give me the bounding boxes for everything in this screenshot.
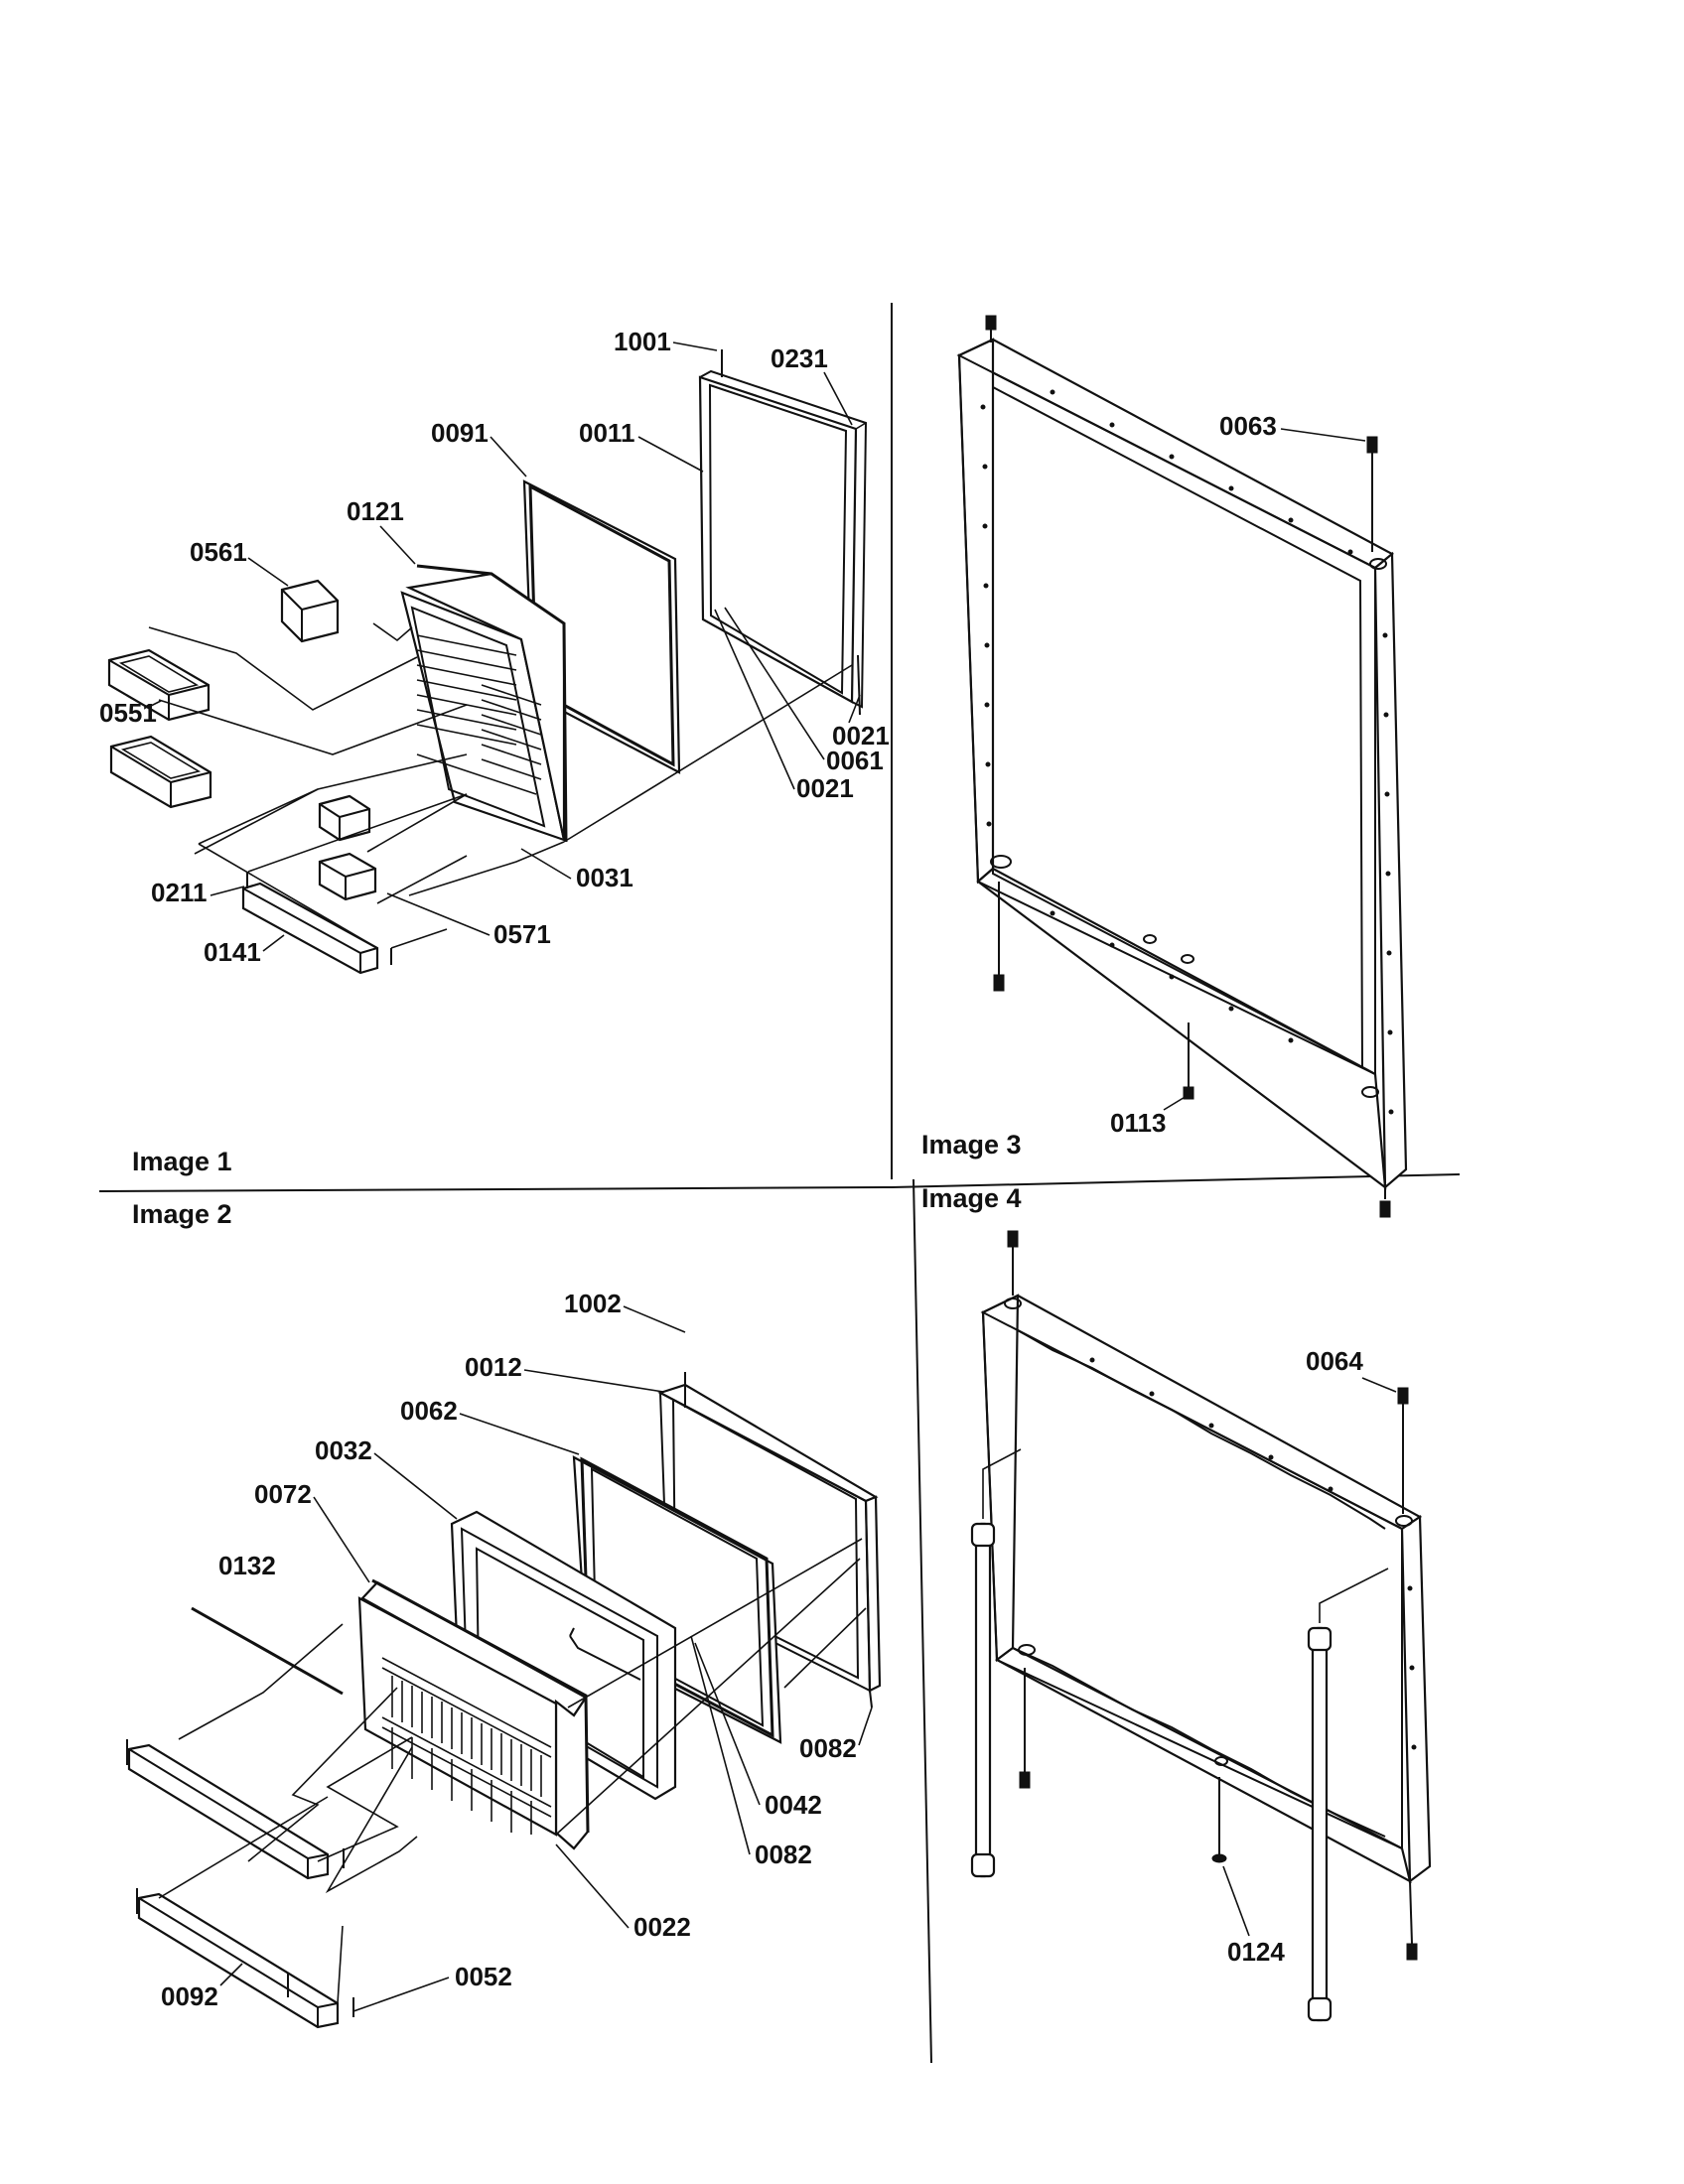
image3-callouts: 0063 0113: [1110, 411, 1366, 1138]
screw-bottom-right-image4: [1406, 1880, 1418, 1961]
image1-assembly-lines: [148, 622, 853, 949]
door-shelf-0551-lower: [109, 735, 212, 809]
image2-callouts: 1002 0012 0062 0032 0072 0132 0082 0042 …: [161, 1289, 873, 2012]
door-shelf-0551-upper: [107, 648, 210, 722]
label-0132: 0132: [218, 1551, 276, 1580]
label-0062: 0062: [400, 1396, 458, 1426]
label-0063: 0063: [1219, 411, 1277, 441]
label-0092: 0092: [161, 1981, 218, 2011]
liner-0032: [450, 1510, 677, 1801]
image4-panel: Image 4: [921, 1183, 1432, 2022]
rod-0132: [191, 1606, 344, 1696]
shelf-0092: [136, 1888, 354, 2029]
small-bin-upper: [318, 794, 371, 842]
inner-door-0121: [400, 564, 568, 843]
label-0561: 0561: [190, 537, 247, 567]
label-0012: 0012: [465, 1352, 522, 1382]
door-liner-0011: [698, 349, 868, 716]
screw-0064: [1397, 1387, 1409, 1514]
image1-callouts: 1001 0231 0091 0011 0121 0561 0551 0021 …: [99, 327, 890, 967]
washer-0124: [1211, 1777, 1227, 1863]
door-bin-0561: [280, 579, 340, 643]
label-0082-lower: 0082: [755, 1840, 812, 1869]
label-0551: 0551: [99, 698, 157, 728]
small-bin-0571: [318, 852, 377, 901]
label-0072: 0072: [254, 1479, 312, 1509]
image3-title: Image 3: [921, 1130, 1022, 1160]
label-0042: 0042: [765, 1790, 822, 1820]
screw-top-left: [985, 315, 997, 342]
screws-tubes-image4: [970, 1230, 1418, 2022]
label-0113: 0113: [1110, 1108, 1166, 1138]
label-0231: 0231: [771, 343, 828, 373]
label-0011: 0011: [579, 418, 634, 448]
image4-title: Image 4: [921, 1183, 1022, 1213]
screw-bottom-right: [1379, 1187, 1391, 1218]
screw-bottom-left-image4: [1019, 1668, 1031, 1789]
screw-0113: [1183, 1023, 1194, 1100]
label-0022: 0022: [633, 1912, 691, 1942]
tube-right-image4: [1307, 1568, 1389, 2022]
frame-0012: [657, 1372, 882, 1708]
label-0211: 0211: [151, 878, 207, 907]
label-0124: 0124: [1227, 1937, 1285, 1967]
image2-panel: Image 2: [126, 1199, 882, 2029]
label-0082-right: 0082: [799, 1733, 857, 1763]
label-0121: 0121: [347, 496, 404, 526]
label-0091: 0091: [431, 418, 489, 448]
label-0031: 0031: [576, 863, 633, 892]
label-1002: 1002: [564, 1289, 622, 1318]
tube-left-image4: [970, 1448, 1022, 1878]
drawer-front-0072: [357, 1578, 590, 1850]
label-0061: 0061: [826, 746, 884, 775]
image3-panel: Image 3: [921, 315, 1408, 1218]
bar-0141: [241, 872, 392, 975]
label-0021-lower: 0021: [796, 773, 854, 803]
frame-image4: [980, 1294, 1432, 1884]
shelf-upper-image2: [126, 1739, 345, 1880]
image1-title: Image 1: [132, 1147, 232, 1176]
label-0571: 0571: [493, 919, 551, 949]
screw-top-left-image4: [1007, 1230, 1019, 1296]
image2-title: Image 2: [132, 1199, 232, 1229]
label-1001: 1001: [614, 327, 671, 356]
screws-image3: [985, 315, 1391, 1218]
label-0064: 0064: [1306, 1346, 1363, 1376]
label-0021-upper: 0021: [832, 721, 890, 751]
label-0052: 0052: [455, 1962, 512, 1991]
image1-panel: Image 1: [99, 327, 890, 1176]
door-frame-image3: [956, 338, 1408, 1190]
screw-bottom-left: [993, 882, 1005, 992]
panel-dividers: [98, 303, 1461, 2064]
screw-0063: [1366, 436, 1378, 552]
image4-callouts: 0064 0124: [1222, 1346, 1397, 1967]
label-0141: 0141: [204, 937, 261, 967]
label-0032: 0032: [315, 1435, 372, 1465]
